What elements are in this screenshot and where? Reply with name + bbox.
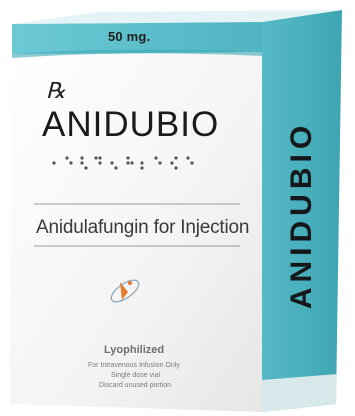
- brand-name: ANIDUBIO: [42, 105, 220, 144]
- front-top-band-curve: [12, 49, 262, 58]
- note-infusion: For Intravenous Infusion Only: [88, 362, 180, 369]
- box-front-face: [10, 22, 262, 412]
- rx-symbol: ℞: [46, 78, 66, 103]
- generic-name: Anidulafungin for Injection: [36, 217, 250, 238]
- note-single-dose: Single dose vial: [111, 372, 161, 379]
- note-discard: Discard unused portion: [99, 382, 171, 389]
- box-side-lower-band: [262, 374, 337, 412]
- side-brand-name: ANIDUBIO: [285, 120, 318, 310]
- box-top-edge: [12, 10, 342, 24]
- braille-dots: [52, 156, 194, 170]
- form-label: Lyophilized: [104, 344, 165, 356]
- orbit-logo-icon: [110, 279, 140, 303]
- front-top-band: [12, 22, 262, 54]
- box-side-face: [262, 10, 342, 412]
- side-panel: ANIDUBIO: [274, 70, 330, 360]
- strength-label: 50 mg.: [108, 29, 151, 44]
